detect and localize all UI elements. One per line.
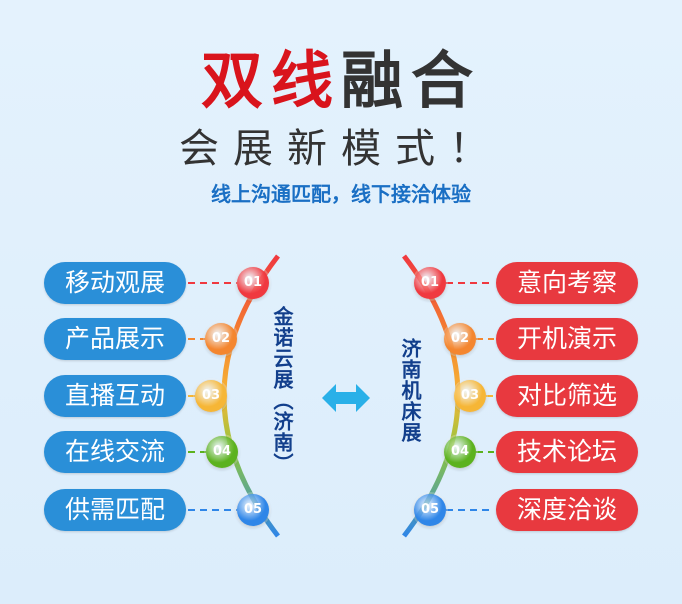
left-item-pill: 直播互动 (44, 375, 186, 417)
subtitle: 会展新模式！ (179, 126, 503, 172)
left-item-pill: 在线交流 (44, 431, 186, 473)
right-item-number-badge: 01 (414, 267, 446, 299)
right-item-number-badge: 05 (414, 494, 446, 526)
left-item-number-badge: 02 (205, 323, 237, 355)
right-item-number-badge: 02 (444, 323, 476, 355)
left-item-number-badge: 05 (237, 494, 269, 526)
left-item-pill: 移动观展 (44, 262, 186, 304)
left-item-number-badge: 04 (206, 436, 238, 468)
left-label: 金诺云展（济南） (270, 306, 294, 474)
right-item-pill: 意向考察 (496, 262, 638, 304)
left-item-pill: 供需匹配 (44, 489, 186, 531)
right-label: 济南机床展 (398, 338, 422, 443)
right-item-pill: 对比筛选 (496, 375, 638, 417)
right-item-pill: 深度洽谈 (496, 489, 638, 531)
tagline: 线上沟通匹配，线下接洽体验 (211, 182, 471, 206)
right-item-pill: 开机演示 (496, 318, 638, 360)
right-item-number-badge: 03 (454, 380, 486, 412)
left-item-number-badge: 01 (237, 267, 269, 299)
main-title: 双线融合 (200, 44, 482, 117)
right-item-number-badge: 04 (444, 436, 476, 468)
right-item-pill: 技术论坛 (496, 431, 638, 473)
left-item-pill: 产品展示 (44, 318, 186, 360)
double-arrow-icon (322, 384, 370, 412)
left-item-number-badge: 03 (195, 380, 227, 412)
